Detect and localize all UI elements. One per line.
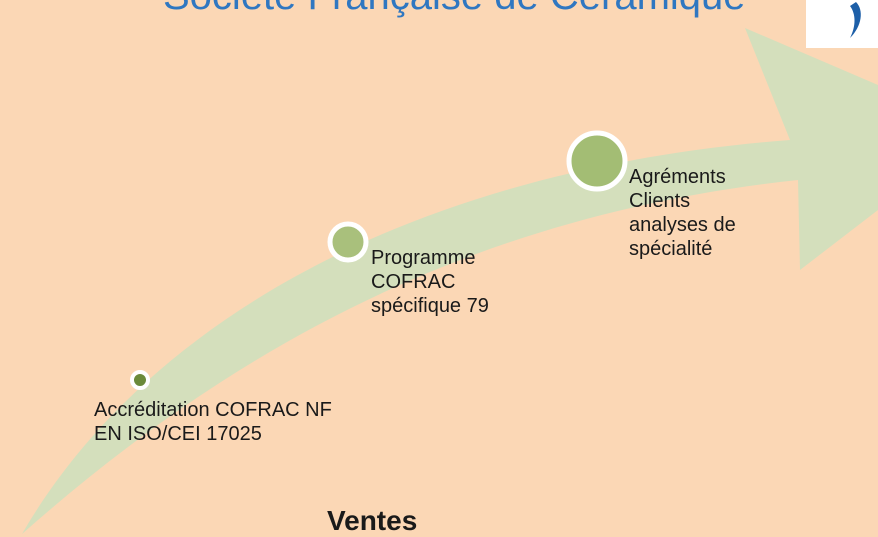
growth-arrow — [22, 28, 878, 534]
milestone-circle-medium — [327, 221, 369, 263]
milestone-circle-small — [130, 370, 150, 390]
footer-label-ventes: Ventes — [327, 505, 418, 536]
milestone-line: EN ISO/CEI 17025 — [94, 423, 262, 445]
milestone-label-accreditation: Accréditation COFRAC NF EN ISO/CEI 17025 — [94, 398, 332, 446]
milestone-line: COFRAC — [371, 271, 456, 293]
milestone-line: Clients — [629, 190, 691, 212]
page-title: Société Française de Céramique — [163, 0, 746, 19]
milestone-label-agrements: Agréments Clients analyses de spécialité — [629, 165, 736, 261]
milestone-line: Accréditation COFRAC NF — [94, 399, 332, 421]
milestone-circle-large — [566, 130, 628, 192]
milestone-line: analyses de — [629, 214, 736, 236]
milestone-line: spécifique 79 — [371, 295, 489, 317]
milestone-line: spécialité — [629, 238, 713, 260]
logo-mark — [850, 2, 861, 38]
company-logo — [806, 0, 878, 48]
milestone-label-programme: Programme COFRAC spécifique 79 — [371, 246, 489, 318]
milestone-line: Programme — [371, 247, 476, 269]
milestone-line: Agréments — [629, 166, 726, 188]
